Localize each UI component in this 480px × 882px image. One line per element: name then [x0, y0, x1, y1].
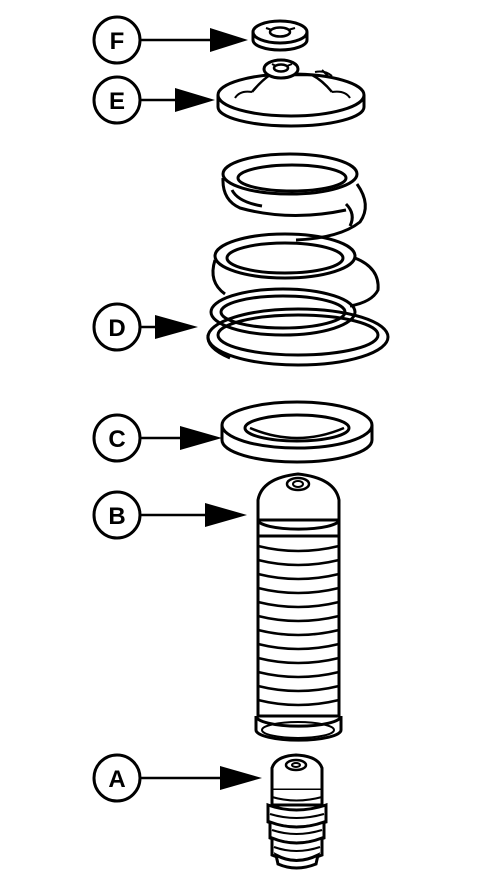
- callout-e-arrowhead: [175, 88, 215, 112]
- callout-a-letter: A: [108, 766, 125, 793]
- part-b-dust-boot: [254, 472, 343, 742]
- part-f-nut: [251, 19, 309, 52]
- callout-c: C: [92, 413, 222, 463]
- callout-d-arrowhead: [155, 315, 198, 339]
- part-e-upper-mount: [216, 58, 366, 128]
- callout-f-arrowhead: [210, 28, 248, 52]
- callout-c-arrowhead: [180, 426, 222, 450]
- callout-c-letter: C: [108, 426, 125, 453]
- callout-d-letter: D: [108, 315, 125, 342]
- callout-e: E: [92, 75, 215, 125]
- part-d-coil-spring: [206, 152, 390, 367]
- callout-e-letter: E: [109, 88, 125, 115]
- callout-f-letter: F: [110, 28, 125, 55]
- callout-a: A: [92, 753, 262, 803]
- part-c-spring-seat: [220, 400, 374, 464]
- callout-b-arrowhead: [205, 503, 247, 527]
- callout-a-arrowhead: [220, 766, 262, 790]
- callout-d: D: [92, 302, 198, 352]
- callout-b-letter: B: [108, 503, 125, 530]
- callout-b: B: [92, 490, 247, 540]
- part-a-bump-stop: [266, 753, 328, 870]
- callout-f: F: [92, 15, 248, 65]
